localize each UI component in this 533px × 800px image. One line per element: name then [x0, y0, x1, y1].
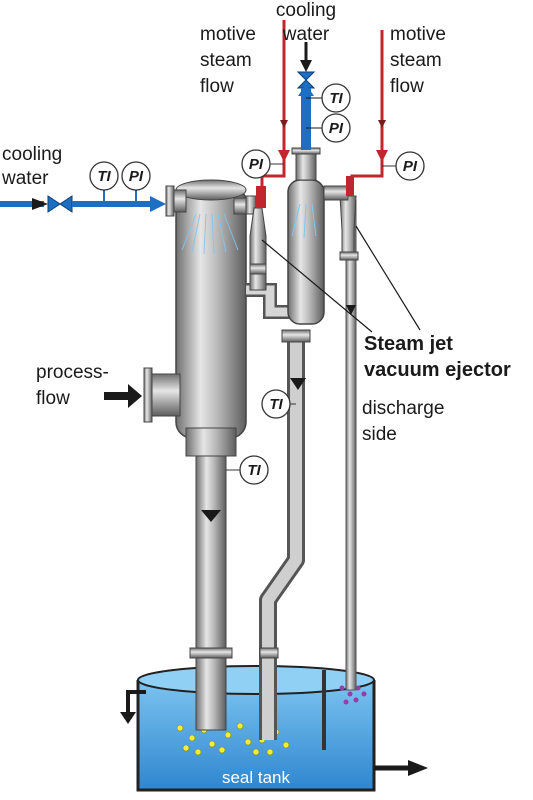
motive-steam-left-line1: motive [200, 24, 256, 45]
svg-text:TI: TI [247, 462, 261, 479]
intercondenser-drain-arrow-icon [290, 378, 306, 390]
cooling-water-left-arrow-icon [32, 198, 48, 210]
instrument-pi-steam-left: PI [241, 149, 284, 179]
svg-text:TI: TI [329, 90, 343, 107]
ejector-label-line1: Steam jet [364, 333, 453, 355]
second-ejector [323, 176, 359, 261]
motive-steam-line-left [260, 20, 286, 190]
instrument-ti-cooling-left: TI [89, 161, 119, 191]
motive-steam-line-right [350, 30, 384, 182]
instrument-ti-intercondenser-leg: TI [261, 389, 296, 419]
svg-text:PI: PI [249, 156, 264, 173]
instrument-pi-cooling-top: PI [321, 113, 351, 143]
steam-valve-right-icon [378, 120, 386, 128]
motive-steam-right-line1: motive [390, 24, 446, 45]
cooling-water-top-arrow-icon [300, 60, 312, 72]
motive-steam-right-line2: steam [390, 50, 442, 71]
instrument-ti-cooling-top: TI [321, 83, 351, 113]
discharge-arrow-icon [346, 305, 356, 315]
steam-lines [260, 20, 384, 190]
process-flow-arrow-icon [104, 384, 142, 408]
cooling-water-top-line1: cooling [276, 0, 336, 21]
cooling-valve-left-icon [47, 195, 73, 213]
svg-text:PI: PI [129, 168, 144, 185]
weir [322, 670, 326, 750]
ejector-label-line2: vacuum ejector [364, 359, 511, 381]
svg-text:PI: PI [403, 158, 418, 175]
first-ejector [249, 186, 267, 291]
discharge-pipe [345, 199, 357, 691]
motive-steam-right-line3: flow [390, 76, 424, 97]
intercondenser [281, 147, 325, 343]
steam-arrow-left-icon [278, 150, 290, 162]
water-spray [181, 213, 239, 255]
instrument-ti-condenser-leg: TI [226, 455, 269, 485]
discharge-side-line2: side [362, 424, 397, 445]
process-flow-line1: process- [36, 362, 109, 383]
cooling-water-left-line2: water [1, 168, 49, 189]
process-flow-flange [143, 367, 153, 423]
intercondenser-spray [291, 203, 317, 239]
condenser-tailpipe [195, 449, 227, 731]
intercondenser-tailpipe [262, 340, 302, 740]
condenser-drain-arrow-icon [201, 510, 221, 522]
ejector-callout-line-1 [261, 239, 373, 333]
cooling-water-top-line2: water [282, 24, 330, 45]
steam-arrow-right-icon [376, 150, 388, 162]
outlet-arrow-icon [408, 760, 428, 776]
overflow-arrow-icon [120, 712, 136, 724]
cooling-water-top-flow-arrow-icon [298, 84, 314, 96]
ejector-callout-line-2 [355, 225, 421, 331]
motive-steam-left-line2: steam [200, 50, 252, 71]
discharge-bubbles [339, 685, 367, 705]
svg-text:PI: PI [329, 120, 344, 137]
tailpipe-flange [189, 647, 233, 659]
cooling-water-left-flow-arrow-icon [150, 196, 166, 212]
intercondenser-flange [259, 647, 279, 659]
cooling-water-left-line1: cooling [2, 144, 62, 165]
svg-text:TI: TI [269, 396, 283, 413]
main-condenser [143, 179, 296, 457]
motive-steam-left-line3: flow [200, 76, 234, 97]
svg-text:TI: TI [97, 168, 111, 185]
cooling-water-top [296, 42, 322, 150]
ejector1-nozzle [256, 186, 266, 208]
ejector2-nozzle [346, 176, 354, 196]
instrument-pi-steam-right: PI [382, 151, 425, 181]
discharge-side-line1: discharge [362, 398, 444, 419]
steam-valve-left-icon [280, 120, 288, 128]
seal-tank-label: seal tank [222, 768, 291, 787]
instrument-pi-cooling-left: PI [121, 161, 151, 191]
cooling-water-left [0, 190, 166, 213]
overflow-pipe [126, 690, 146, 712]
process-flow-line2: flow [36, 388, 70, 409]
